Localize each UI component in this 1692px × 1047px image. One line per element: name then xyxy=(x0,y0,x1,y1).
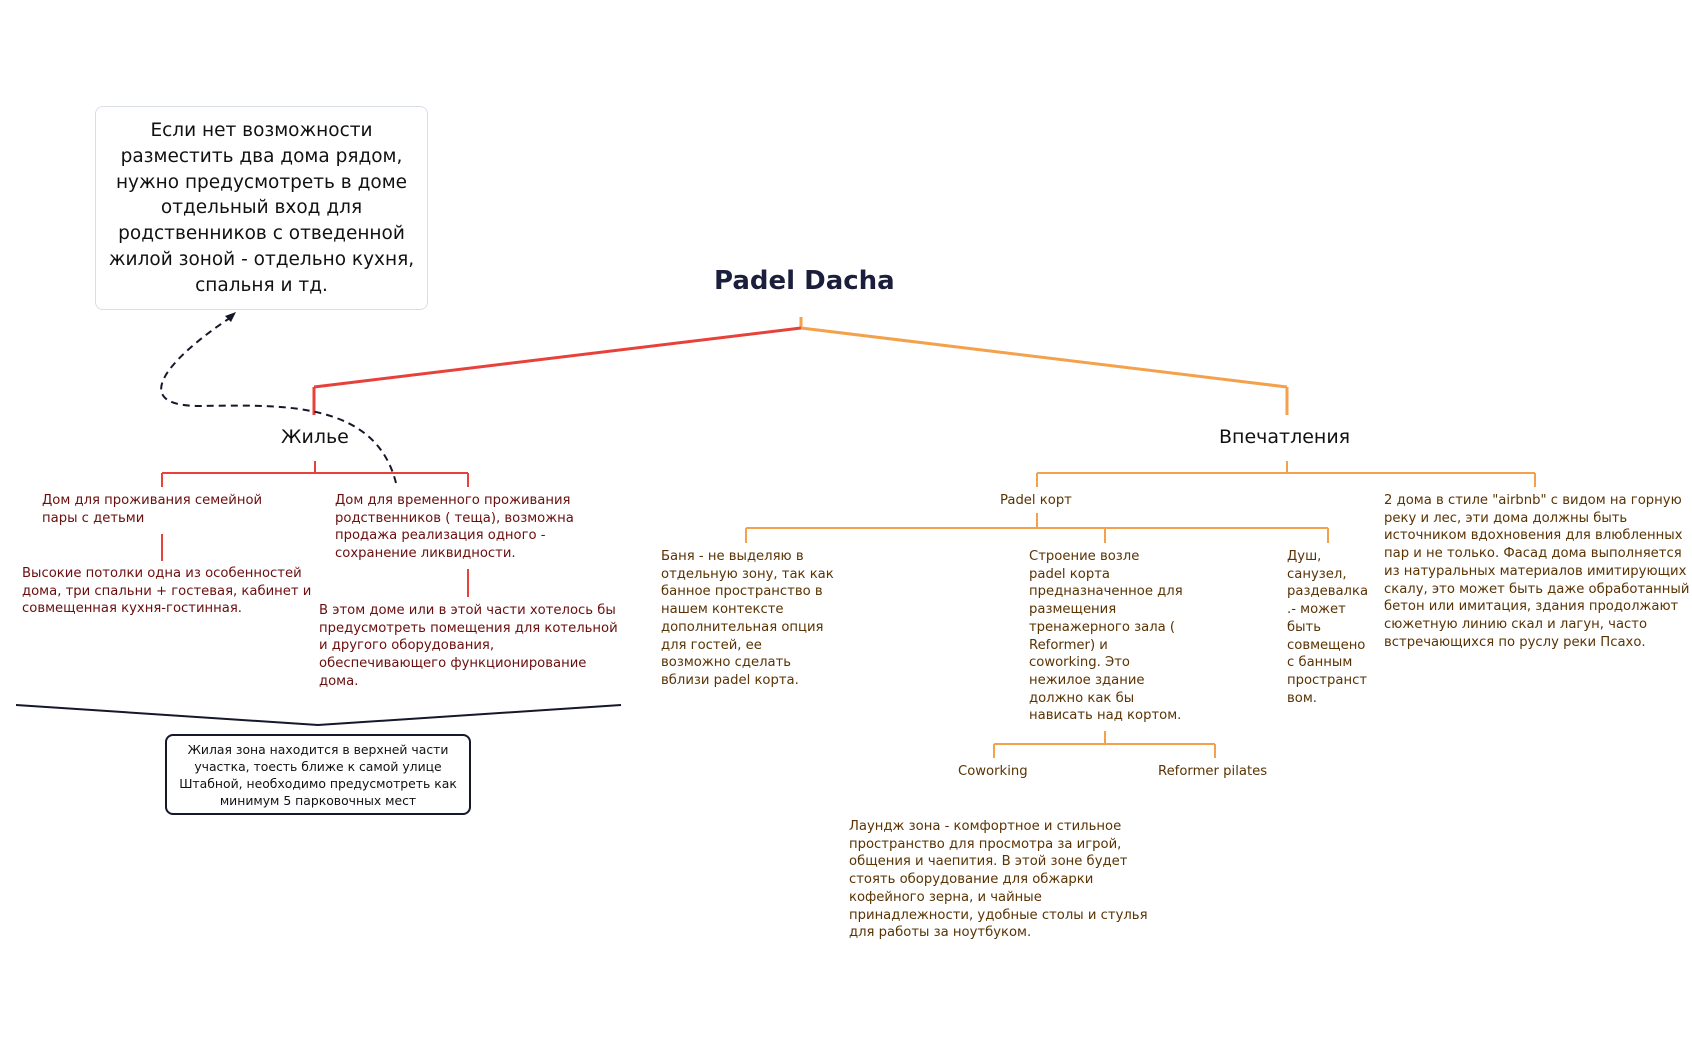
family-house-text: Дом для проживания семейной пары с детьм… xyxy=(42,493,263,526)
padel-court-text: Padel корт xyxy=(1000,493,1072,508)
note-bracket xyxy=(15,704,622,727)
arrow-head-icon xyxy=(225,312,236,322)
shower-text: Душ, санузел, раздевалка .- может быть с… xyxy=(1287,549,1369,706)
family-details-text: Высокие потолки одна из особенностей дом… xyxy=(22,566,312,617)
building-text: Строение возле padel корта предназначенн… xyxy=(1029,549,1183,724)
root-title: Padel Dacha xyxy=(714,266,895,296)
dashed-arrow-path xyxy=(160,315,397,484)
temp-house-text: Дом для временного проживания родственни… xyxy=(335,493,574,562)
callout-box xyxy=(95,106,428,310)
reformer-text: Reformer pilates xyxy=(1158,764,1268,779)
note-text: Жилая зона находится в верхней части уча… xyxy=(179,742,457,808)
airbnb-text: 2 дома в стиле "airbnb" с видом на горну… xyxy=(1384,493,1690,650)
banya-text: Баня - не выделяю в отдельную зону, так … xyxy=(661,549,834,688)
callout-text: Если нет возможности разместить два дома… xyxy=(108,120,415,296)
branch-housing-label: Жилье xyxy=(281,426,349,448)
note-box xyxy=(165,734,471,815)
root-to-housing-line xyxy=(313,326,802,389)
lounge-text: Лаундж зона - комфортное и стильное прос… xyxy=(849,819,1148,941)
branch-impressions-label: Впечатления xyxy=(1219,426,1351,448)
root-to-impressions-line xyxy=(800,326,1288,389)
coworking-text: Coworking xyxy=(958,764,1028,779)
temp-details-text: В этом доме или в этой части хотелось бы… xyxy=(319,603,618,689)
